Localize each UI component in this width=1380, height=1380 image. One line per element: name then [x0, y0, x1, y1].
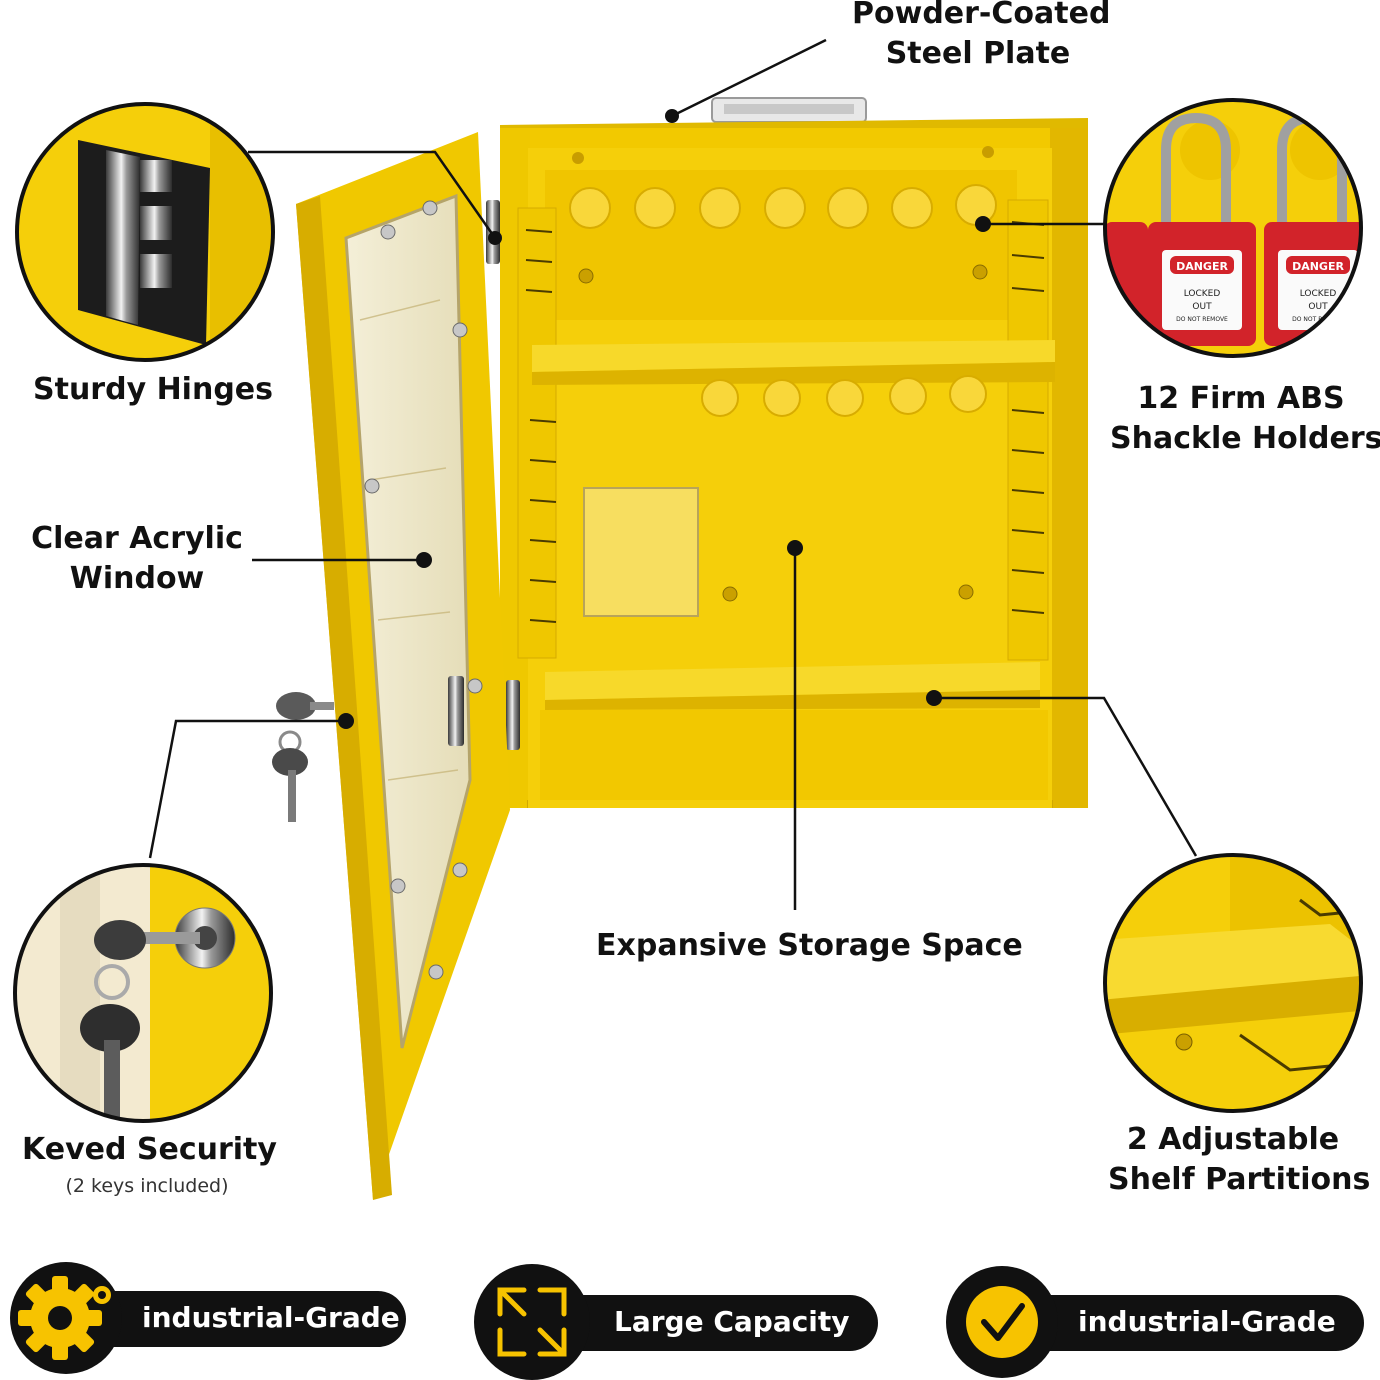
padlock-detail-circle: DANGER DANGER LOCKED LOCKED OUT OUT DO N…: [1103, 98, 1363, 358]
padlock-remove-text-1: DO NOT REMOVE: [1176, 316, 1228, 323]
padlock-remove-text-2: DO NOT REMOVE: [1292, 316, 1344, 323]
badge-label-large-capacity: Large Capacity: [614, 1305, 850, 1338]
padlock-danger-text-2: DANGER: [1292, 260, 1344, 273]
door-keys: [272, 692, 334, 822]
label-shelf-partitions-line1: 2 Adjustable: [1126, 1122, 1340, 1157]
label-acrylic-window-line1: Clear Acrylic: [31, 521, 243, 556]
label-shackle-holders-line1: 12 Firm ABS: [1137, 381, 1345, 416]
cabinet-door: [272, 132, 510, 1200]
label-powder-coated-line2: Steel Plate: [885, 36, 1071, 71]
acrylic-window-panel: [344, 193, 472, 1049]
checkmark-icon: [981, 1303, 1025, 1341]
expand-arrows-icon: [497, 1287, 567, 1357]
badge-industrial-grade-check: [946, 1266, 1364, 1378]
label-acrylic-window-line2: Window: [69, 561, 205, 596]
padlock-locked-text-1: LOCKED: [1184, 289, 1221, 299]
gear-icon: [18, 1276, 111, 1360]
left-rail: [517, 207, 557, 659]
cabinet-body: [486, 97, 1088, 808]
padlock-danger-text-1: DANGER: [1176, 260, 1228, 273]
label-shackle-holders-line2: Shackle Holders: [1110, 421, 1380, 456]
label-powder-coated-line1: Powder-Coated: [852, 0, 1111, 31]
padlock-locked-text-2: LOCKED: [1300, 289, 1337, 299]
document-pocket: [583, 487, 699, 617]
label-shelf-partitions-line2: Shelf Partitions: [1108, 1162, 1371, 1197]
badge-large-capacity: [474, 1264, 878, 1380]
badge-label-industrial-grade-2: industrial-Grade: [1078, 1305, 1336, 1338]
shackle-holders-upper: [569, 184, 997, 229]
shelf-detail-circle: [1103, 853, 1363, 1113]
key-detail-circle: [13, 863, 273, 1123]
padlock-out-text-1: OUT: [1192, 302, 1212, 312]
shackle-holders-lower: [701, 375, 987, 417]
label-keys-included: (2 keys included): [65, 1175, 229, 1197]
hinge-detail-circle: [15, 102, 275, 362]
label-keyed-security: Keved Security: [22, 1132, 277, 1167]
padlock-out-text-2: OUT: [1308, 302, 1328, 312]
leader-lines: [148, 38, 1198, 910]
label-expansive-storage: Expansive Storage Space: [596, 928, 1023, 963]
label-sturdy-hinges: Sturdy Hinges: [33, 372, 273, 407]
badge-label-industrial-grade-1: industrial-Grade: [142, 1301, 400, 1334]
right-rail: [1007, 199, 1049, 661]
badge-industrial-grade-gear: [10, 1262, 406, 1374]
upper-shelf: [532, 340, 1055, 385]
lower-shelf: [545, 662, 1040, 710]
